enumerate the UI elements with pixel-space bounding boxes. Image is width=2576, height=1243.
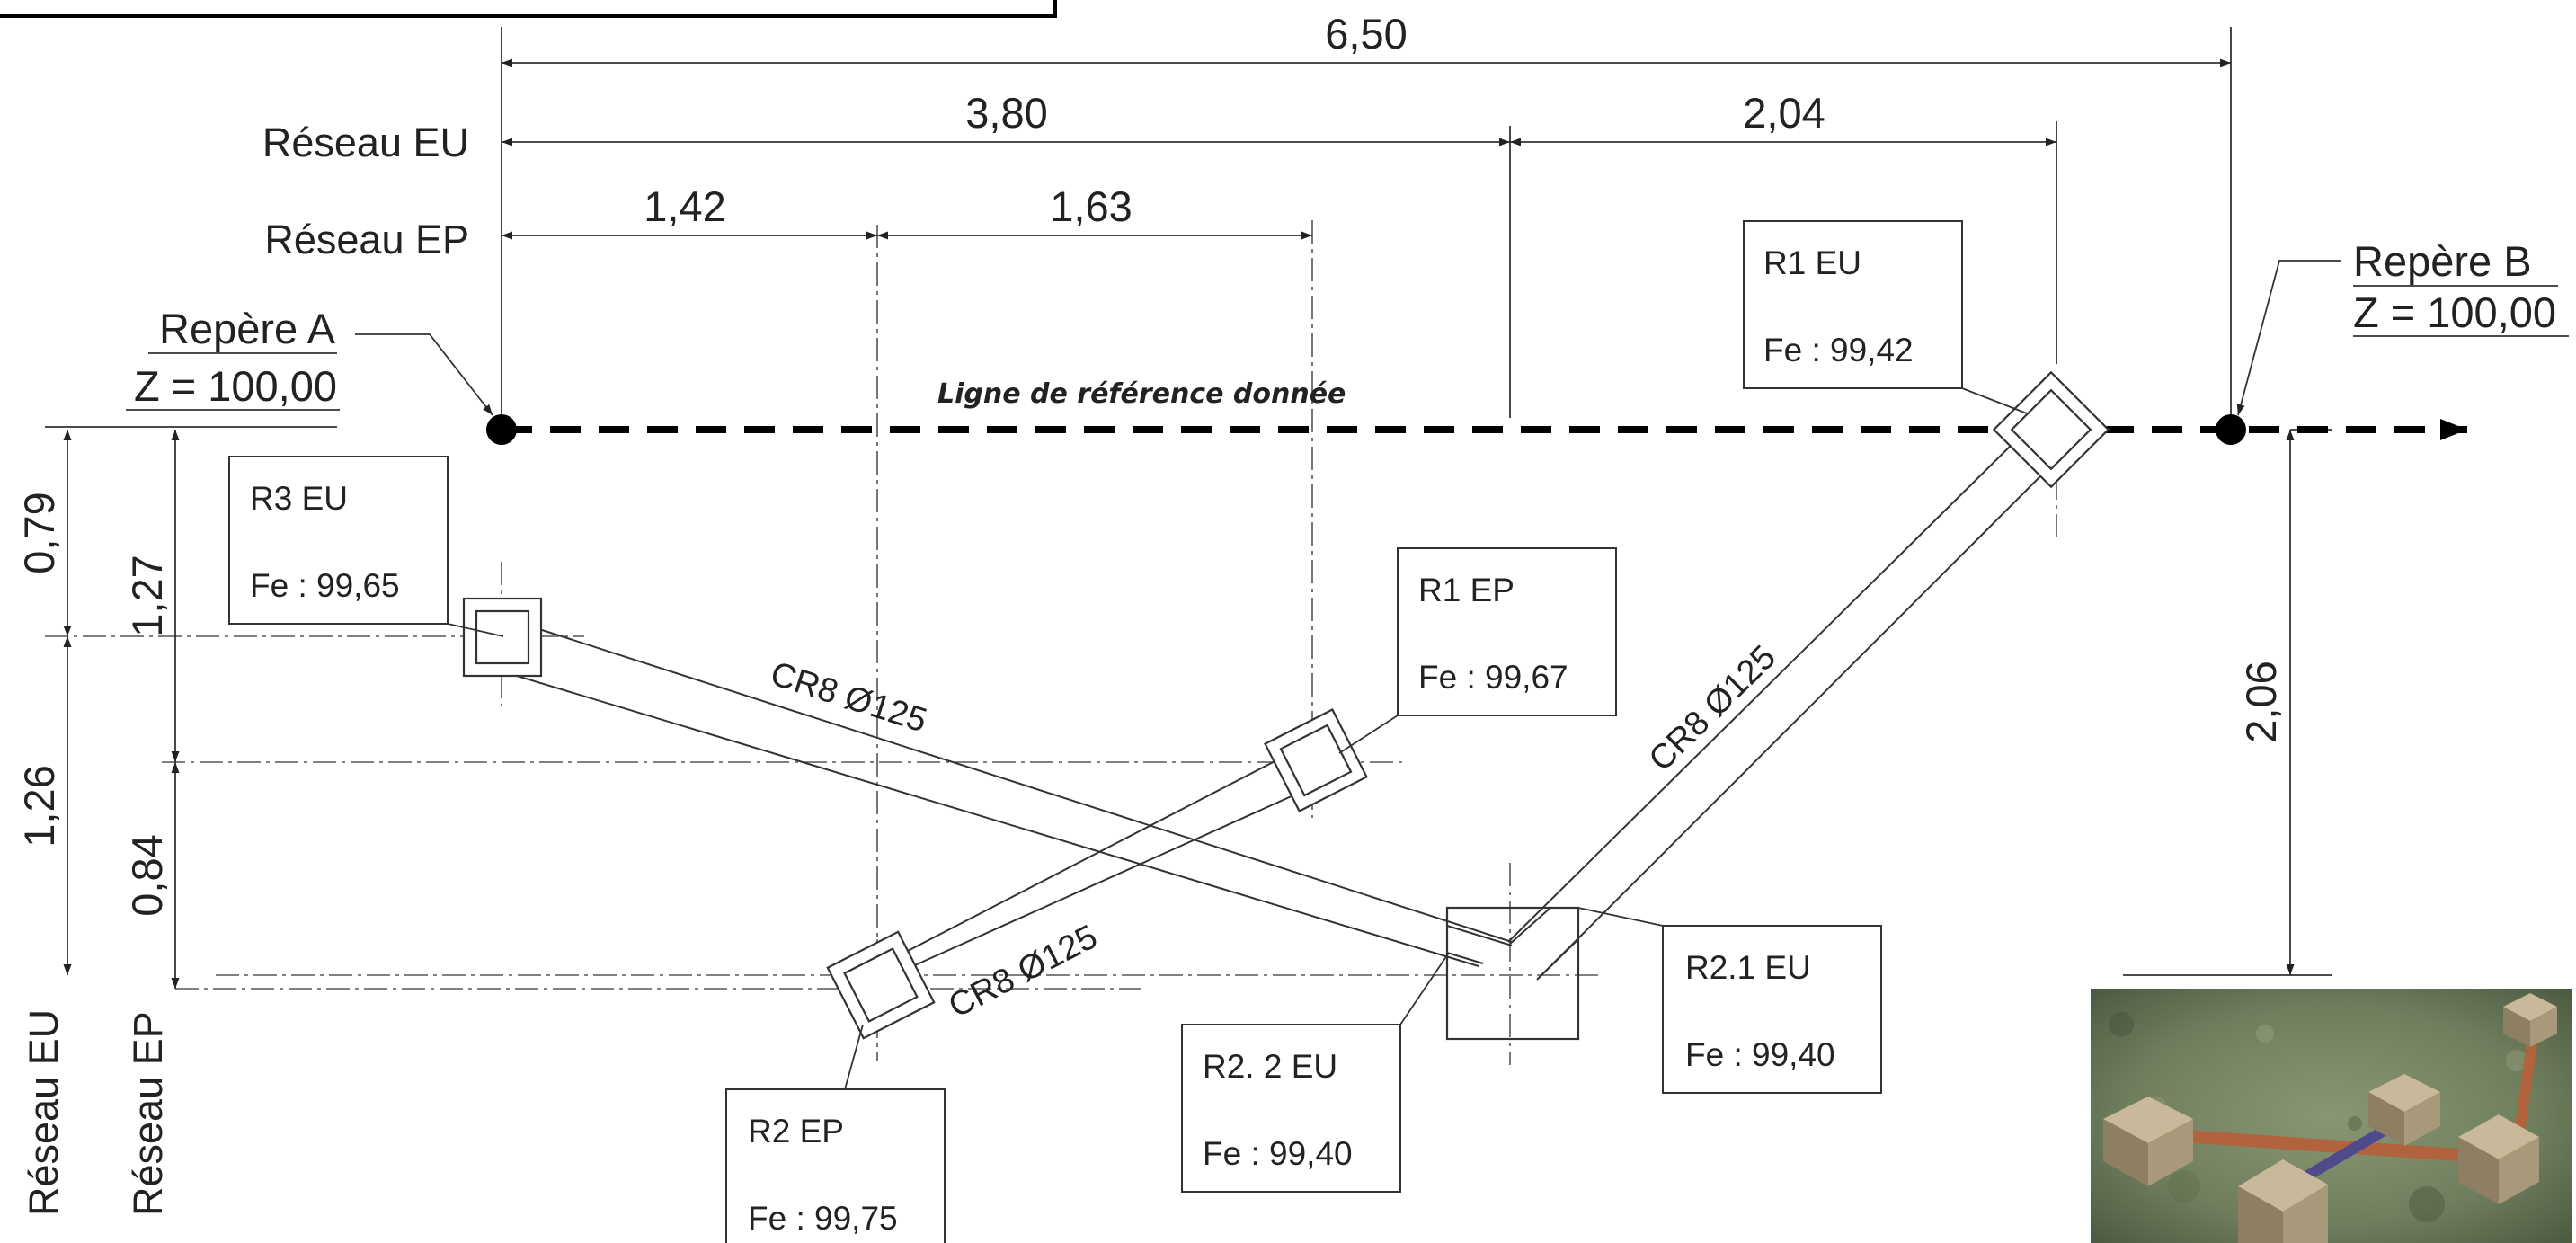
render-block-3	[2368, 1074, 2440, 1146]
info-boxes: R3 EU Fe : 99,65 R1 EP Fe : 99,67 R1 EU …	[228, 220, 2028, 1243]
dim-eu-1: 3,80	[965, 89, 1047, 137]
render-block-5	[2503, 993, 2557, 1047]
info-box-r2ep: R2 EP Fe : 99,75	[725, 1024, 946, 1243]
dim-ep-1: 1,42	[644, 182, 725, 230]
dim-eu-bottom: 1,26	[15, 765, 63, 847]
r21eu-title: R2.1 EU	[1685, 949, 1811, 986]
render-block-1	[2103, 1097, 2193, 1186]
horizontal-dimensions: 6,50 3,80 2,04 1,42 1,63 Réseau EU Résea…	[262, 10, 2231, 262]
r3eu-title: R3 EU	[250, 480, 348, 517]
r1ep-fe: Fe : 99,67	[1418, 659, 1568, 696]
info-box-r1eu: R1 EU Fe : 99,42	[1743, 220, 2028, 414]
render-block-4	[2458, 1114, 2539, 1204]
dim-total: 6,50	[1325, 10, 1407, 58]
repere-a-name: Repère A	[159, 305, 336, 352]
ref-line-label: Ligne de référence donnée	[937, 378, 1346, 410]
label-reseau-eu-vertical: Réseau EU	[21, 1009, 67, 1216]
repere-a-point	[486, 414, 517, 445]
r21eu-fe: Fe : 99,40	[1685, 1036, 1835, 1073]
r22eu-fe: Fe : 99,40	[1203, 1135, 1353, 1172]
reference-line: Ligne de référence donnée Repère A Z = 1…	[126, 237, 2569, 445]
dim-ep-2: 1,63	[1050, 182, 1132, 230]
dim-eu-2: 2,04	[1743, 89, 1825, 137]
info-box-r22eu: R2. 2 EU Fe : 99,40	[1181, 952, 1450, 1193]
render-block-2	[2238, 1159, 2328, 1243]
label-reseau-ep: Réseau EP	[264, 217, 469, 262]
regard-r2ep-symbol	[826, 930, 936, 1040]
regard-r1eu-symbol	[1992, 370, 2110, 489]
title-block-fragment	[0, 0, 1057, 18]
pipe-label-main-eu: CR8 Ø125	[766, 655, 931, 741]
label-reseau-ep-vertical: Réseau EP	[125, 1011, 171, 1216]
r1ep-title: R1 EP	[1418, 572, 1515, 608]
vertical-dimensions: 0,79 1,26 1,27 0,84 2,06 Réseau EU Résea…	[15, 430, 2295, 1216]
pipe-label-right-eu: CR8 Ø125	[1642, 638, 1783, 778]
r2ep-title: R2 EP	[748, 1113, 844, 1150]
regard-r1ep-symbol	[1264, 708, 1368, 812]
info-box-r21eu: R2.1 EU Fe : 99,40	[1577, 907, 1882, 1094]
dim-ep-top: 1,27	[123, 555, 171, 636]
repere-b-point	[2216, 414, 2246, 445]
repere-b-z: Z = 100,00	[2353, 289, 2556, 336]
pipe-label-ep: CR8 Ø125	[943, 918, 1104, 1025]
info-box-r3eu: R3 EU Fe : 99,65	[228, 456, 504, 637]
regards	[462, 370, 2110, 1041]
label-reseau-eu: Réseau EU	[262, 120, 469, 165]
r22eu-title: R2. 2 EU	[1203, 1048, 1337, 1085]
regard-r2eu-symbol	[1445, 906, 1580, 1041]
r2ep-fe: Fe : 99,75	[748, 1200, 898, 1237]
repere-a-z: Z = 100,00	[134, 362, 337, 410]
dim-ep-bottom: 0,84	[123, 834, 171, 916]
info-box-r1ep: R1 EP Fe : 99,67	[1338, 547, 1617, 754]
dim-right: 2,06	[2237, 661, 2285, 742]
repere-b-name: Repère B	[2353, 237, 2532, 285]
r3eu-fe: Fe : 99,65	[250, 567, 400, 604]
dim-eu-top: 0,79	[15, 492, 63, 573]
r1eu-fe: Fe : 99,42	[1763, 332, 1914, 368]
r1eu-title: R1 EU	[1763, 244, 1861, 281]
render-thumbnail	[2091, 989, 2572, 1243]
